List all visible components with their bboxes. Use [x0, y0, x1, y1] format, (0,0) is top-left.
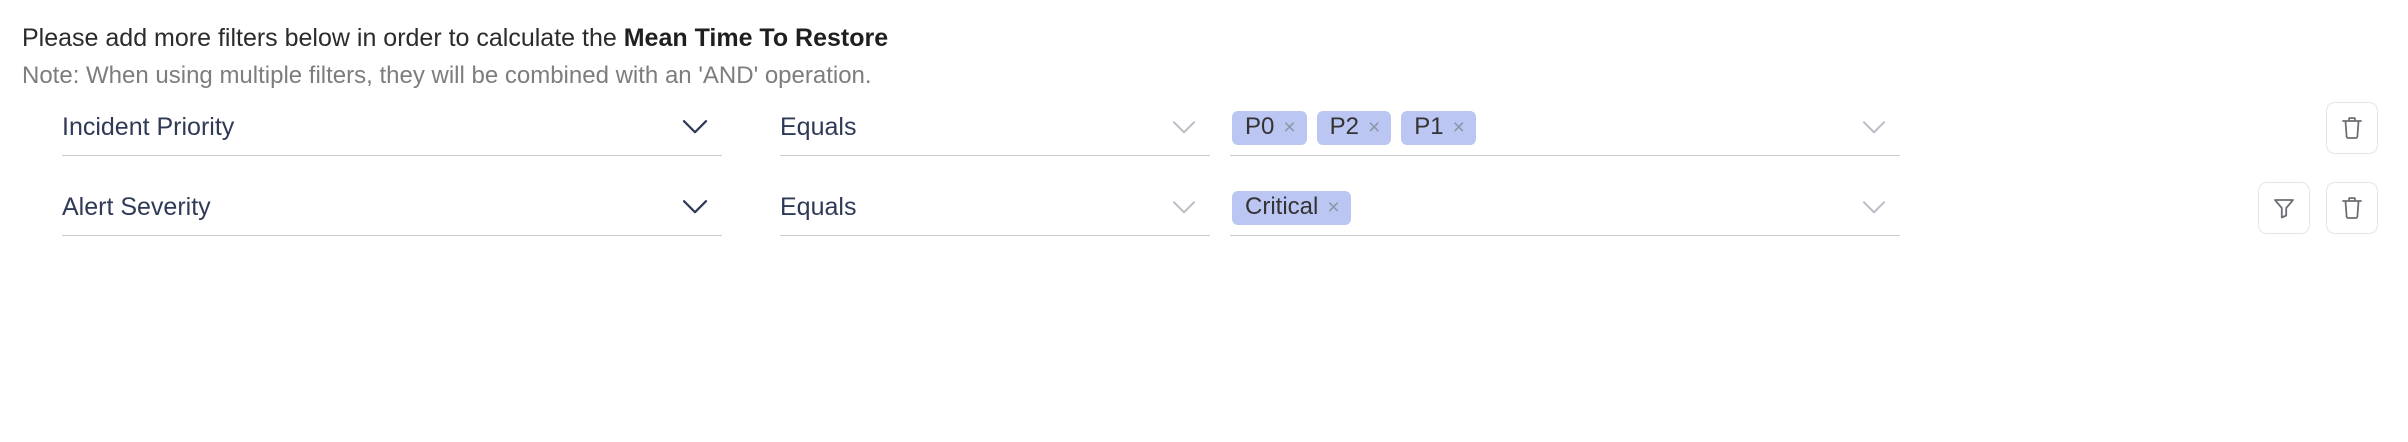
- operator-select[interactable]: Equals: [780, 180, 1210, 236]
- page-title: Please add more filters below in order t…: [22, 23, 888, 53]
- attribute-select-value: Incident Priority: [62, 113, 235, 141]
- row-actions: [2258, 180, 2378, 236]
- close-icon[interactable]: ×: [1327, 195, 1340, 219]
- chevron-down-icon[interactable]: [682, 119, 708, 135]
- attribute-select-value: Alert Severity: [62, 193, 211, 221]
- filter-row: Incident Priority Equals P0 ×: [0, 100, 2408, 180]
- filter-row: Alert Severity Equals Critical ×: [0, 180, 2408, 260]
- row-actions: [2258, 100, 2378, 156]
- filter-rows: Incident Priority Equals P0 ×: [0, 100, 2408, 260]
- value-chip-label: P1: [1414, 113, 1444, 140]
- value-chip-label: P0: [1245, 113, 1275, 140]
- add-filter-button[interactable]: [2258, 182, 2310, 234]
- value-chip-label: Critical: [1245, 193, 1319, 220]
- delete-filter-button[interactable]: [2326, 182, 2378, 234]
- close-icon[interactable]: ×: [1283, 115, 1296, 139]
- value-chip[interactable]: P0 ×: [1232, 110, 1307, 145]
- value-chip-list: P0 × P2 × P1 ×: [1230, 110, 1476, 145]
- chevron-down-icon[interactable]: [682, 199, 708, 215]
- trash-icon: [2342, 197, 2362, 219]
- value-chip[interactable]: Critical ×: [1232, 190, 1351, 225]
- value-chip[interactable]: P2 ×: [1316, 110, 1392, 145]
- chevron-down-icon[interactable]: [1172, 200, 1196, 214]
- value-chip-list: Critical ×: [1230, 190, 1351, 225]
- chevron-down-icon[interactable]: [1862, 120, 1886, 134]
- attribute-select[interactable]: Alert Severity: [62, 180, 722, 236]
- attribute-select[interactable]: Incident Priority: [62, 100, 722, 156]
- close-icon[interactable]: ×: [1367, 115, 1381, 139]
- operator-select-value: Equals: [780, 113, 857, 141]
- chevron-down-icon[interactable]: [1862, 200, 1886, 214]
- trash-icon: [2342, 117, 2362, 139]
- headline-metric-name: Mean Time To Restore: [623, 24, 889, 52]
- operator-select-value: Equals: [780, 193, 857, 221]
- delete-filter-button[interactable]: [2326, 102, 2378, 154]
- operator-select[interactable]: Equals: [780, 100, 1210, 156]
- funnel-icon: [2274, 199, 2294, 219]
- value-chip-label: P2: [1329, 113, 1359, 140]
- value-multiselect[interactable]: Critical ×: [1230, 180, 1900, 236]
- close-icon[interactable]: ×: [1452, 115, 1465, 139]
- headline-prefix: Please add more filters below in order t…: [22, 24, 624, 52]
- value-multiselect[interactable]: P0 × P2 × P1 ×: [1230, 100, 1900, 156]
- chevron-down-icon[interactable]: [1172, 120, 1196, 134]
- value-chip[interactable]: P1 ×: [1401, 110, 1476, 145]
- filter-note: Note: When using multiple filters, they …: [22, 62, 872, 89]
